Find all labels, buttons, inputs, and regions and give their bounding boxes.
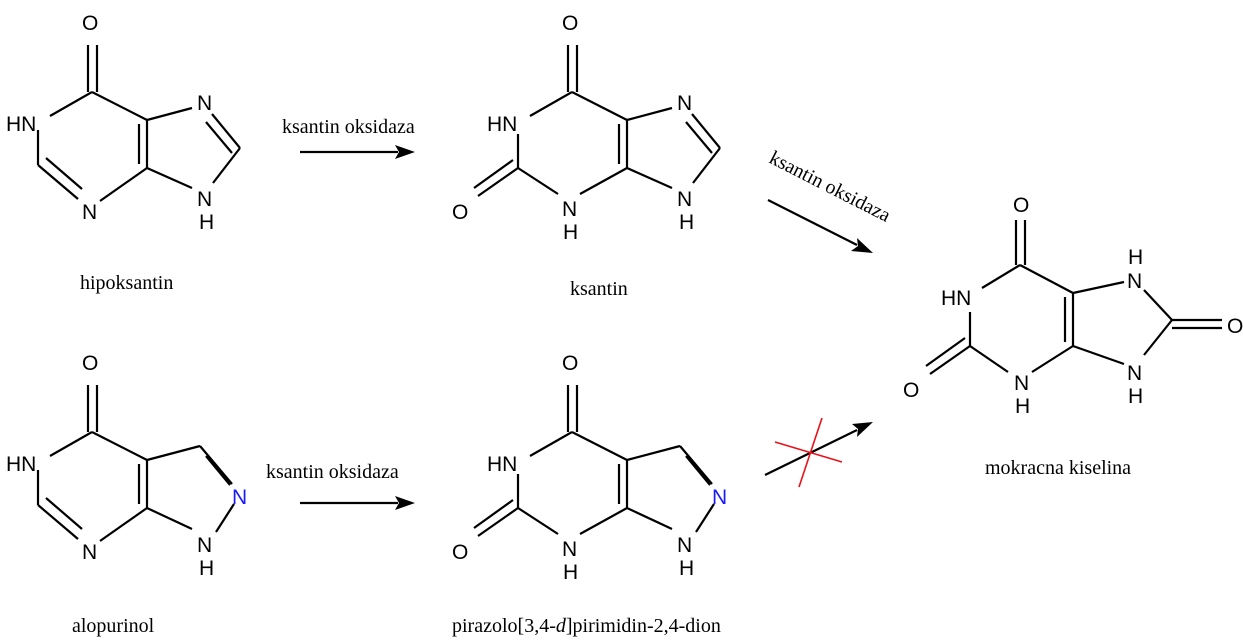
atom-n-modified: N <box>232 486 247 509</box>
atom-o: O <box>562 12 578 35</box>
molecule-allopurinol: O HN N N N H <box>6 352 247 580</box>
atom-n: N <box>82 201 97 224</box>
enzyme-label: ksantin oksidaza <box>282 116 415 138</box>
atom-o: O <box>1013 194 1029 217</box>
atom-hn: HN <box>6 453 36 476</box>
atom-h: H <box>1128 246 1143 269</box>
atom-n: N <box>197 92 212 115</box>
reaction-arrow <box>300 496 415 510</box>
label-uric-acid: mokracna kiselina <box>985 457 1131 479</box>
blocked-cross-icon <box>774 417 843 488</box>
atom-o: O <box>562 352 578 375</box>
atom-n: N <box>1014 372 1029 395</box>
atom-o: O <box>1227 315 1243 338</box>
atom-n: N <box>677 534 692 557</box>
blocked-reaction-arrow <box>764 422 873 476</box>
molecule-pyrazolopyrimidinedione: O HN O N H N N H <box>452 352 727 584</box>
atom-hn: HN <box>6 113 36 136</box>
label-hypoxanthine: hipoksantin <box>80 272 173 294</box>
atom-hn: HN <box>941 287 971 310</box>
atom-n: N <box>197 188 212 211</box>
atom-hn: HN <box>487 113 517 136</box>
atom-h: H <box>1015 395 1030 418</box>
atom-n: N <box>197 534 212 557</box>
atom-o: O <box>82 352 98 375</box>
molecule-hypoxanthine: O HN N N N H <box>6 12 241 234</box>
label-pyrazolopyrimidinedione: pirazolo[3,4-d]pirimidin-2,4-dion <box>452 615 721 637</box>
label-part: ]pirimidin-2,4-dion <box>566 615 721 637</box>
atom-h: H <box>563 221 578 244</box>
reaction-arrow <box>300 145 415 159</box>
label-part: pirazolo[3,4- <box>452 615 556 637</box>
atom-n: N <box>562 538 577 561</box>
label-allopurinol: alopurinol <box>72 615 155 637</box>
enzyme-label: ksantin oksidaza <box>266 461 399 483</box>
atom-o: O <box>903 379 919 402</box>
label-part-italic: d <box>556 615 567 637</box>
atom-n: N <box>1127 270 1142 293</box>
reaction-arrow <box>767 199 873 253</box>
atom-h: H <box>563 561 578 584</box>
atom-o: O <box>452 201 468 224</box>
atom-hn: HN <box>487 453 517 476</box>
atom-o: O <box>452 541 468 564</box>
molecule-xanthine: O HN O N H N N H <box>452 12 721 244</box>
atom-n: N <box>677 92 692 115</box>
label-xanthine: ksantin <box>570 278 628 300</box>
atom-n: N <box>677 188 692 211</box>
atom-h: H <box>199 557 214 580</box>
atom-h: H <box>679 557 694 580</box>
atom-n: N <box>562 198 577 221</box>
atom-h: H <box>199 211 214 234</box>
enzyme-label: ksantin oksidaza <box>766 147 894 227</box>
atom-n-modified: N <box>712 486 727 509</box>
atom-h: H <box>1128 385 1143 408</box>
atom-h: H <box>679 211 694 234</box>
molecule-uric-acid: O HN O N H H N N H O <box>903 194 1243 418</box>
atom-n: N <box>82 541 97 564</box>
atom-o: O <box>82 12 98 35</box>
atom-n: N <box>1127 362 1142 385</box>
